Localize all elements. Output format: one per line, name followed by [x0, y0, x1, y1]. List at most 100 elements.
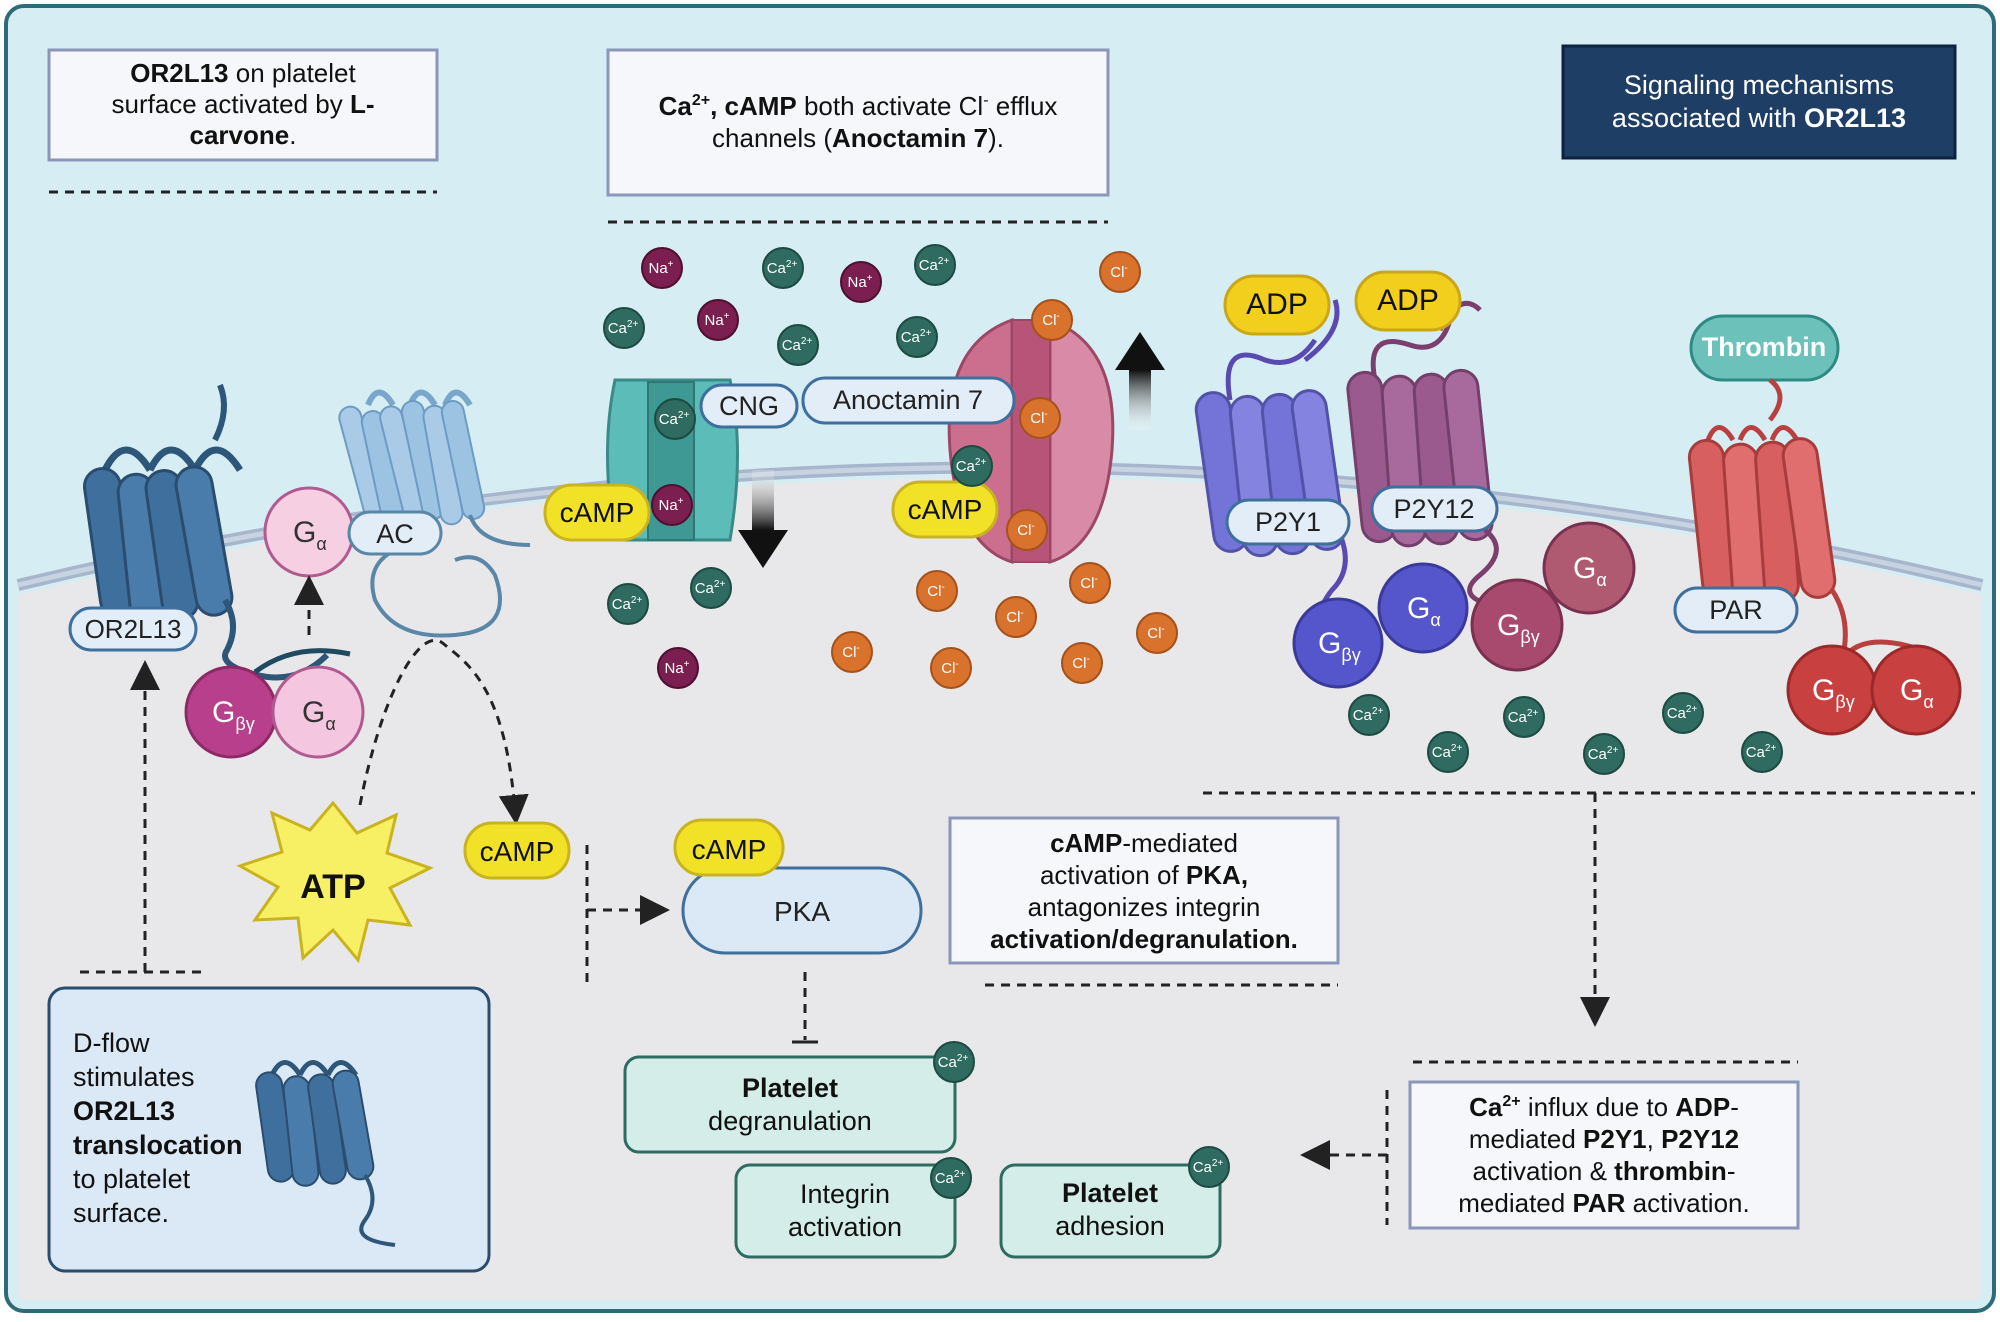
- sodium-ion: Na+: [641, 247, 683, 289]
- chloride-ion: Cl-: [995, 596, 1037, 638]
- outcome-adhesion: Platelet adhesion: [999, 1163, 1222, 1259]
- g-alpha-or2l13: [271, 665, 365, 759]
- svg-text:ADP: ADP: [1377, 284, 1439, 317]
- camp-cng: cAMP: [543, 483, 651, 542]
- svg-text:Na+: Na+: [847, 273, 872, 291]
- calcium-ion: Ca2+: [777, 324, 819, 366]
- chloride-ion: Cl-: [1099, 251, 1141, 293]
- svg-text:surface activated by L-: surface activated by L-: [111, 89, 374, 119]
- ion-layer: Na+ Ca2+ Na+ Ca2+ Ca2+ Na+ Ca2+ Ca2+ Ca2+ Na+ Ca2+…: [603, 244, 1783, 1199]
- pka-enzyme: PKA cAMP: [673, 818, 923, 955]
- calcium-influx-box: Ca2+ influx due to ADP- mediated P2Y1, P…: [1408, 1080, 1800, 1230]
- svg-text:Na+: Na+: [664, 659, 689, 677]
- svg-text:stimulates: stimulates: [73, 1062, 195, 1092]
- calcium-ion: Ca2+: [607, 583, 649, 625]
- svg-text:Cl-: Cl-: [1080, 574, 1098, 592]
- calcium-ion: Ca2+: [690, 567, 732, 609]
- svg-text:to platelet: to platelet: [73, 1164, 191, 1194]
- calcium-ion: Ca2+: [1348, 694, 1390, 736]
- svg-text:Gβγ: Gβγ: [1318, 627, 1361, 665]
- svg-text:OR2L13: OR2L13: [85, 614, 182, 644]
- pka-box: cAMP-mediated activation of PKA, antagon…: [948, 816, 1340, 965]
- or2l13-receptor: OR2L13: [68, 383, 330, 681]
- adp-p2y1: ADP: [1223, 274, 1331, 336]
- svg-text:Cl-: Cl-: [1017, 521, 1035, 539]
- svg-text:Anoctamin 7: Anoctamin 7: [833, 385, 983, 415]
- svg-text:cAMP-mediated: cAMP-mediated: [1050, 828, 1238, 858]
- svg-text:Cl-: Cl-: [1072, 654, 1090, 672]
- svg-text:activation & thrombin-: activation & thrombin-: [1473, 1156, 1736, 1186]
- adenylyl-cyclase: AC: [338, 389, 531, 638]
- chloride-ion: Cl-: [1069, 562, 1111, 604]
- svg-text:cAMP: cAMP: [560, 497, 635, 528]
- svg-text:AC: AC: [376, 519, 414, 549]
- outcome-integrin: Integrin activation: [734, 1163, 957, 1259]
- calcium-ion: Ca2+: [654, 398, 696, 440]
- svg-text:cAMP: cAMP: [480, 836, 555, 867]
- outcome-degranulation: Platelet degranulation: [623, 1055, 957, 1154]
- svg-text:Integrin: Integrin: [800, 1179, 890, 1209]
- svg-text:Ca2+: Ca2+: [938, 1053, 969, 1071]
- efflux-arrow: [1129, 370, 1151, 430]
- or2l13-small-receptor: [255, 1060, 396, 1247]
- svg-text:PKA: PKA: [774, 896, 830, 927]
- svg-text:Gβγ: Gβγ: [1497, 609, 1540, 647]
- svg-text:Ca2+: Ca2+: [1508, 708, 1539, 726]
- svg-text:Ca2+: Ca2+: [1667, 704, 1698, 722]
- svg-text:ADP: ADP: [1246, 288, 1308, 321]
- svg-text:carvone.: carvone.: [190, 120, 297, 150]
- svg-text:Ca2+: Ca2+: [1193, 1158, 1224, 1176]
- calcium-ion: Ca2+: [603, 307, 645, 349]
- calcium-ion: Ca2+: [896, 316, 938, 358]
- svg-text:cAMP: cAMP: [692, 834, 767, 865]
- svg-text:translocation: translocation: [73, 1130, 243, 1160]
- svg-text:Ca2+, cAMP both activate Cl- e: Ca2+, cAMP both activate Cl- efflux: [659, 91, 1058, 121]
- par-g-proteins: Gβγ Gα: [1786, 644, 1962, 736]
- svg-text:Cl-: Cl-: [1006, 608, 1024, 626]
- chloride-ion: Cl-: [831, 631, 873, 673]
- svg-text:CNG: CNG: [719, 391, 779, 421]
- calcium-ion: Ca2+: [1741, 731, 1783, 773]
- g-alpha-par: [1870, 644, 1962, 736]
- chloride-ion: Cl-: [916, 570, 958, 612]
- svg-text:Ca2+: Ca2+: [1432, 743, 1463, 761]
- calcium-ion: Ca2+: [930, 1157, 972, 1199]
- thrombin-molecule: Thrombin: [1689, 314, 1840, 382]
- camp-anoctamin: cAMP: [891, 480, 999, 539]
- sodium-ion: Na+: [657, 647, 699, 689]
- sodium-ion: Na+: [651, 484, 693, 526]
- svg-text:Ca2+: Ca2+: [612, 595, 643, 613]
- g-alpha-ac: Gα: [263, 486, 355, 578]
- svg-text:Ca2+ influx due to ADP-: Ca2+ influx due to ADP-: [1469, 1092, 1739, 1122]
- chloride-ion: Cl-: [1019, 397, 1061, 439]
- svg-text:antagonizes integrin: antagonizes integrin: [1028, 892, 1261, 922]
- svg-text:cAMP: cAMP: [908, 494, 983, 525]
- svg-text:Cl-: Cl-: [927, 582, 945, 600]
- svg-text:Thrombin: Thrombin: [1702, 332, 1826, 362]
- g-alpha-p2y12: [1542, 521, 1636, 615]
- svg-text:Ca2+: Ca2+: [1588, 745, 1619, 763]
- svg-text:Ca2+: Ca2+: [659, 410, 690, 428]
- svg-text:Ca2+: Ca2+: [695, 579, 726, 597]
- activation-box: OR2L13 on platelet surface activated by …: [47, 48, 439, 162]
- calcium-ion: Ca2+: [1583, 733, 1625, 775]
- or2l13-g-proteins: Gβγ Gα: [184, 648, 365, 759]
- svg-text:activation of PKA,: activation of PKA,: [1040, 860, 1248, 890]
- g-beta-gamma-p2y1: [1292, 597, 1384, 689]
- svg-text:Cl-: Cl-: [941, 659, 959, 677]
- calcium-ion: Ca2+: [933, 1041, 975, 1083]
- camp-free: cAMP: [463, 821, 571, 880]
- chloride-ion: Cl-: [1136, 612, 1178, 654]
- atp-molecule: ATP: [236, 800, 434, 964]
- svg-text:ATP: ATP: [300, 868, 365, 906]
- svg-text:OR2L13: OR2L13: [73, 1096, 175, 1126]
- p2y12-g-proteins: Gβγ Gα: [1470, 521, 1636, 672]
- svg-text:Na+: Na+: [658, 496, 683, 514]
- svg-text:Gβγ: Gβγ: [212, 696, 255, 734]
- svg-text:Ca2+: Ca2+: [935, 1169, 966, 1187]
- svg-text:Gα: Gα: [1900, 674, 1934, 712]
- calcium-ion: Ca2+: [762, 247, 804, 289]
- sodium-ion: Na+: [697, 299, 739, 341]
